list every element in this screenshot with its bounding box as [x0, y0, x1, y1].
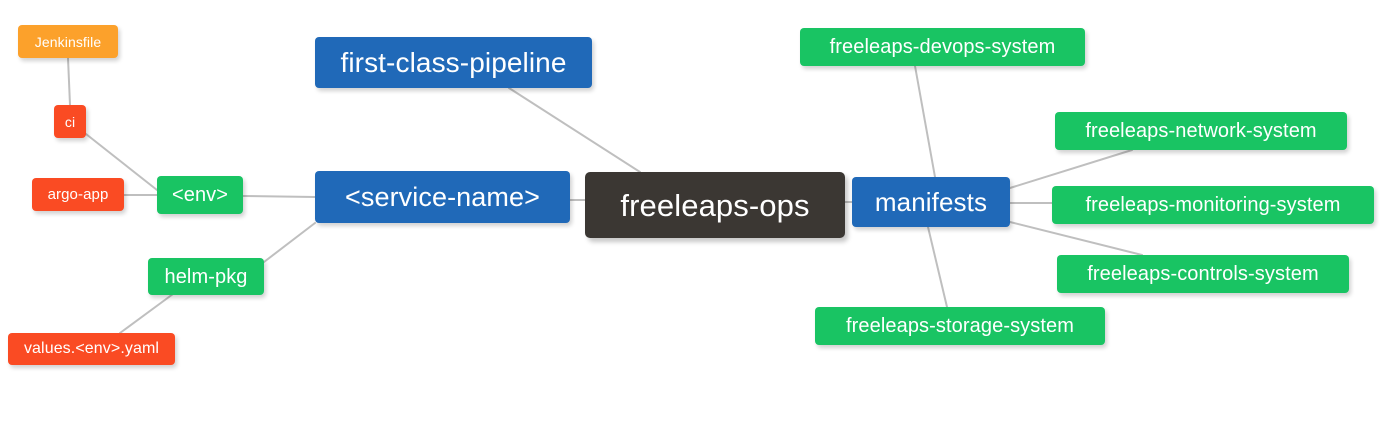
mindmap-node-values-env-yaml[interactable]: values.<env>.yaml: [8, 333, 175, 365]
mindmap-node-env[interactable]: <env>: [157, 176, 243, 214]
edge-manifests-to-freeleaps-storage-system: [927, 226, 948, 308]
mindmap-node-label: <service-name>: [345, 181, 540, 212]
mindmap-node-manifests[interactable]: manifests: [852, 177, 1010, 227]
mindmap-node-label: freeleaps-devops-system: [829, 36, 1056, 58]
mindmap-node-freeleaps-monitoring-system[interactable]: freeleaps-monitoring-system: [1052, 186, 1374, 224]
mindmap-node-freeleaps-ops[interactable]: freeleaps-ops: [585, 172, 845, 238]
mindmap-node-freeleaps-storage-system[interactable]: freeleaps-storage-system: [815, 307, 1105, 345]
mindmap-node-label: manifests: [874, 187, 988, 217]
mindmap-node-label: freeleaps-controls-system: [1087, 263, 1319, 285]
mindmap-node-label: freeleaps-network-system: [1085, 120, 1317, 142]
edge-manifests-to-freeleaps-network-system: [1009, 149, 1133, 189]
edge-helm-pkg-to-values-env-yaml: [119, 293, 174, 334]
mindmap-node-label: <env>: [171, 184, 229, 206]
mindmap-node-label: values.<env>.yaml: [23, 340, 160, 357]
edge-jenkinsfile-to-ci: [67, 57, 71, 106]
mindmap-node-helm-pkg[interactable]: helm-pkg: [148, 258, 264, 295]
edge-manifests-to-freeleaps-controls-system: [1009, 221, 1143, 256]
mindmap-node-label: freeleaps-storage-system: [845, 315, 1075, 337]
mindmap-node-first-class-pipeline[interactable]: first-class-pipeline: [315, 37, 592, 88]
edge-service-name-to-helm-pkg: [263, 222, 316, 263]
mindmap-node-label: helm-pkg: [164, 265, 248, 288]
edge-first-class-pipeline-to-freeleaps-ops: [508, 87, 641, 173]
mindmap-node-label: freeleaps-ops: [620, 187, 810, 223]
edge-manifests-to-freeleaps-devops-system: [914, 65, 936, 178]
edge-env-to-service-name: [242, 195, 316, 198]
mindmap-node-ci[interactable]: ci: [54, 105, 86, 138]
mindmap-node-label: first-class-pipeline: [340, 46, 567, 78]
mindmap-node-argo-app[interactable]: argo-app: [32, 178, 124, 211]
mindmap-node-label: Jenkinsfile: [34, 33, 102, 50]
mindmap-node-freeleaps-devops-system[interactable]: freeleaps-devops-system: [800, 28, 1085, 66]
mindmap-node-service-name[interactable]: <service-name>: [315, 171, 570, 223]
mindmap-node-label: ci: [64, 113, 76, 130]
mindmap-node-label: argo-app: [47, 186, 109, 203]
mindmap-node-jenkinsfile[interactable]: Jenkinsfile: [18, 25, 118, 58]
mindmap-node-label: freeleaps-monitoring-system: [1085, 194, 1341, 216]
mindmap-node-freeleaps-controls-system[interactable]: freeleaps-controls-system: [1057, 255, 1349, 293]
mindmap-node-freeleaps-network-system[interactable]: freeleaps-network-system: [1055, 112, 1347, 150]
